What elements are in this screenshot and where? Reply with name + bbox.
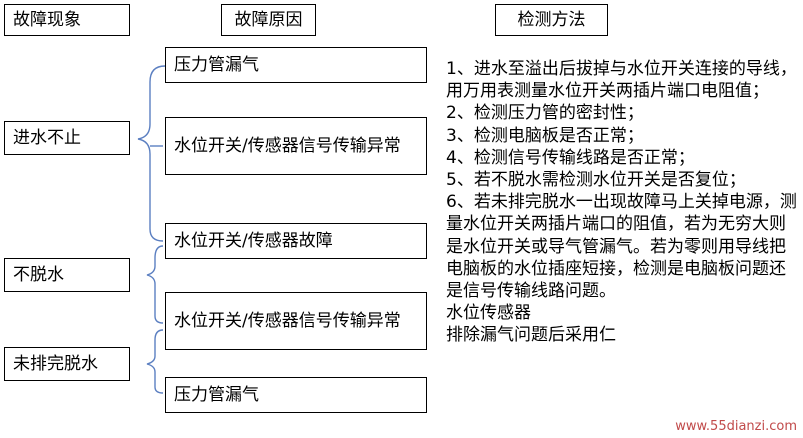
phenomenon-label-1: 进水不止: [13, 128, 81, 148]
cause-box-3: 水位开关/传感器故障: [165, 223, 427, 259]
cause-label-5: 压力管漏气: [174, 385, 259, 405]
bracket-group-2: [146, 245, 164, 324]
cause-label-1: 压力管漏气: [174, 55, 259, 75]
phenomenon-box-3: 未排完脱水: [4, 347, 130, 381]
phenomenon-box-1: 进水不止: [4, 121, 130, 155]
cause-label-4: 水位开关/传感器信号传输异常: [174, 311, 401, 331]
phenomenon-label-2: 不脱水: [13, 265, 64, 285]
detection-methods-text: 1、进水至溢出后拔掉与水位开关连接的导线，用万用表测量水位开关两插片端口电阻值；…: [446, 59, 797, 346]
cause-box-1: 压力管漏气: [165, 47, 427, 83]
bracket-group-3: [146, 329, 164, 394]
header-method-label: 检测方法: [517, 10, 586, 30]
header-method: 检测方法: [495, 4, 608, 36]
cause-box-2: 水位开关/传感器信号传输异常: [165, 117, 427, 175]
header-phenomenon: 故障现象: [4, 4, 130, 36]
cause-label-3: 水位开关/传感器故障: [174, 231, 333, 251]
cause-box-5: 压力管漏气: [165, 377, 427, 413]
header-cause: 故障原因: [221, 4, 316, 36]
header-phenomenon-label: 故障现象: [13, 10, 81, 30]
watermark: www.55dianzi.com: [675, 419, 797, 434]
cause-label-2: 水位开关/传感器信号传输异常: [174, 136, 401, 156]
header-cause-label: 故障原因: [234, 10, 303, 30]
bracket-group-1: [137, 65, 166, 242]
cause-box-4: 水位开关/传感器信号传输异常: [165, 292, 427, 350]
phenomenon-label-3: 未排完脱水: [13, 354, 98, 374]
phenomenon-box-2: 不脱水: [4, 258, 130, 292]
